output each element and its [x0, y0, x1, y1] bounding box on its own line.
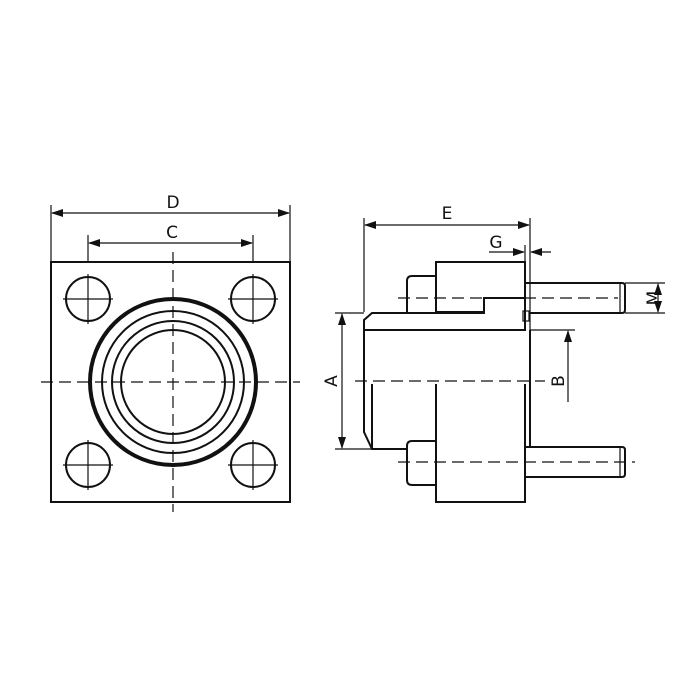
pipe-body	[363, 330, 407, 450]
bolt-holes	[63, 274, 278, 490]
flange-lower	[435, 384, 526, 503]
side-view: E G M B A	[322, 204, 665, 503]
bolt-hole-centerlines	[63, 274, 278, 490]
bottom-stud	[525, 446, 626, 478]
label-e: E	[442, 204, 453, 224]
extension-lines	[50, 205, 291, 262]
front-view: D C	[41, 193, 300, 512]
label-g: G	[489, 233, 502, 253]
pipe-section	[363, 297, 526, 331]
flange-section	[435, 261, 526, 313]
label-b: B	[549, 375, 569, 387]
top-stud	[525, 282, 626, 314]
label-c: C	[166, 223, 178, 243]
seal-groove	[522, 310, 530, 322]
extension-lines	[335, 218, 665, 450]
label-d: D	[166, 193, 179, 213]
label-m: M	[644, 291, 664, 306]
label-a: A	[322, 375, 342, 387]
top-nut	[406, 275, 436, 312]
bottom-nut	[406, 440, 436, 486]
